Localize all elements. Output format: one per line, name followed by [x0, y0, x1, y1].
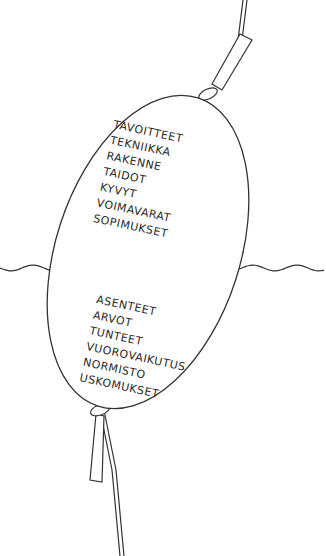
- divider-line: [54, 252, 244, 290]
- tassel: [90, 414, 104, 482]
- water-line: [0, 265, 324, 271]
- buoy-float: TAVOITTEETTEKNIIKKARAKENNETAIDOTKYVYTVOI…: [43, 87, 253, 417]
- rope: [104, 410, 124, 556]
- below-water-list: ASENTEETARVOTTUNTEETVUOROVAIKUTUSNORMIST…: [78, 292, 197, 407]
- tassel: [212, 34, 252, 90]
- float-ellipse: [10, 69, 285, 434]
